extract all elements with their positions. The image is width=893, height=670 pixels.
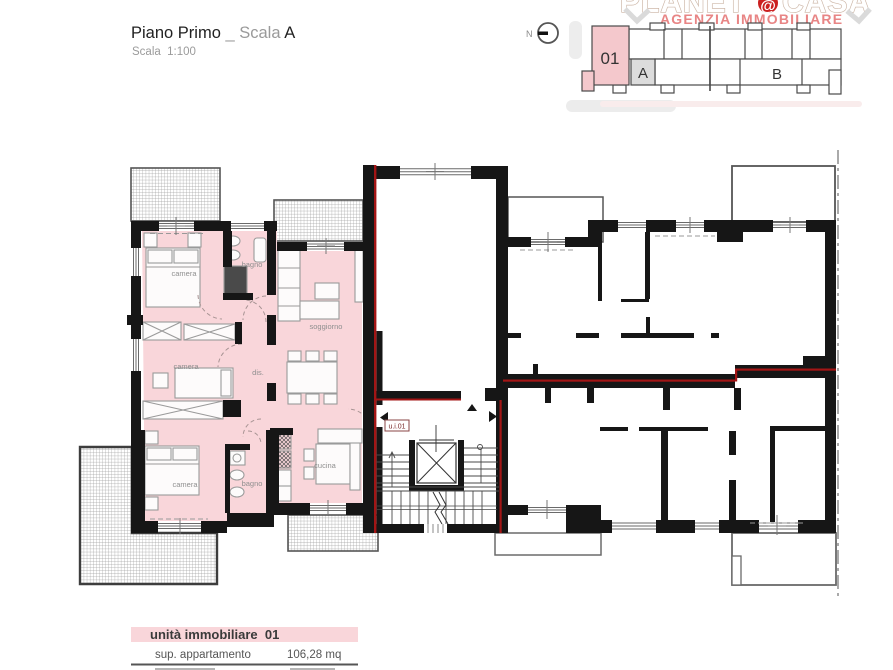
svg-text:bagno: bagno — [242, 479, 263, 488]
svg-text:unità immobiliare 01: unità immobiliare 01 — [150, 627, 279, 642]
svg-text:106,28 mq: 106,28 mq — [287, 649, 341, 661]
svg-text:camera: camera — [173, 362, 199, 371]
svg-text:cucina: cucina — [314, 461, 337, 470]
svg-text:bagno: bagno — [242, 260, 263, 269]
svg-text:sup. appartamento: sup. appartamento — [155, 649, 251, 661]
svg-text:N: N — [526, 29, 533, 39]
svg-text:soggiorno: soggiorno — [310, 322, 343, 331]
svg-text:A: A — [638, 65, 648, 82]
svg-text:01: 01 — [601, 49, 620, 68]
svg-text:PLANET: PLANET — [620, 0, 746, 19]
svg-text:dis.: dis. — [252, 368, 264, 377]
svg-text:u.i.01: u.i.01 — [388, 424, 405, 431]
svg-text:B: B — [772, 66, 782, 83]
svg-text:Scala 1:100: Scala 1:100 — [132, 46, 196, 58]
svg-text:@: @ — [760, 0, 776, 15]
svg-text:camera: camera — [172, 480, 198, 489]
svg-text:Piano Primo _ Scala A: Piano Primo _ Scala A — [131, 24, 295, 42]
svg-text:camera: camera — [171, 269, 197, 278]
